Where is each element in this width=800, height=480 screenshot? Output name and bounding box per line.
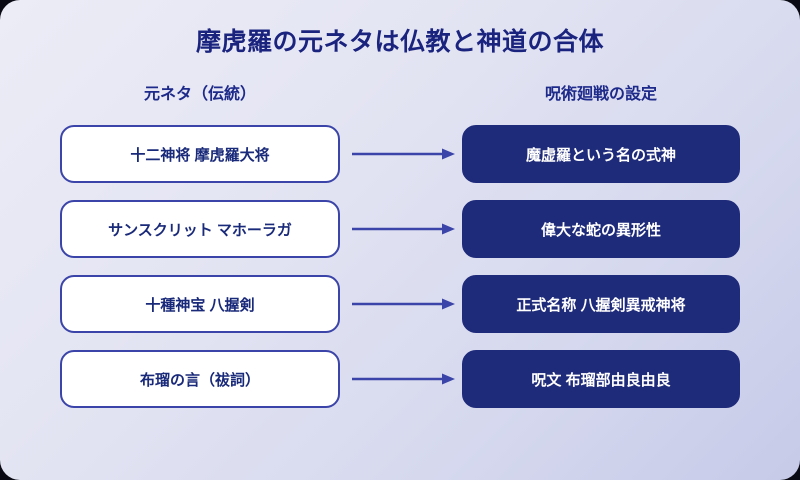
column-header-source: 元ネタ（伝統） (143, 86, 256, 103)
mapping-row: 十二神将 摩虎羅大将 魔虚羅という名の式神 (0, 125, 800, 183)
mapping-row: サンスクリット マホーラガ 偉大な蛇の異形性 (0, 200, 800, 258)
source-box[interactable]: 十種神宝 八握剣 (60, 275, 340, 333)
target-box[interactable]: 正式名称 八握剣異戒神将 (462, 275, 740, 333)
source-box[interactable]: サンスクリット マホーラガ (60, 200, 340, 258)
mapping-row: 布瑠の言（祓詞） 呪文 布瑠部由良由良 (0, 350, 800, 408)
column-header-target: 呪術廻戦の設定 (544, 86, 657, 103)
target-box[interactable]: 偉大な蛇の異形性 (462, 200, 740, 258)
arrow-right-icon (352, 222, 456, 236)
arrow-right-icon (352, 297, 456, 311)
source-box[interactable]: 布瑠の言（祓詞） (60, 350, 340, 408)
target-box[interactable]: 魔虚羅という名の式神 (462, 125, 740, 183)
arrow-right-icon (352, 147, 456, 161)
arrow-right-icon (352, 372, 456, 386)
target-box[interactable]: 呪文 布瑠部由良由良 (462, 350, 740, 408)
source-box[interactable]: 十二神将 摩虎羅大将 (60, 125, 340, 183)
page-title: 摩虎羅の元ネタは仏教と神道の合体 (195, 28, 604, 56)
mapping-row: 十種神宝 八握剣 正式名称 八握剣異戒神将 (0, 275, 800, 333)
mapping-rows: 十二神将 摩虎羅大将 魔虚羅という名の式神 サンスクリット マホーラガ 偉大な蛇… (0, 125, 800, 425)
